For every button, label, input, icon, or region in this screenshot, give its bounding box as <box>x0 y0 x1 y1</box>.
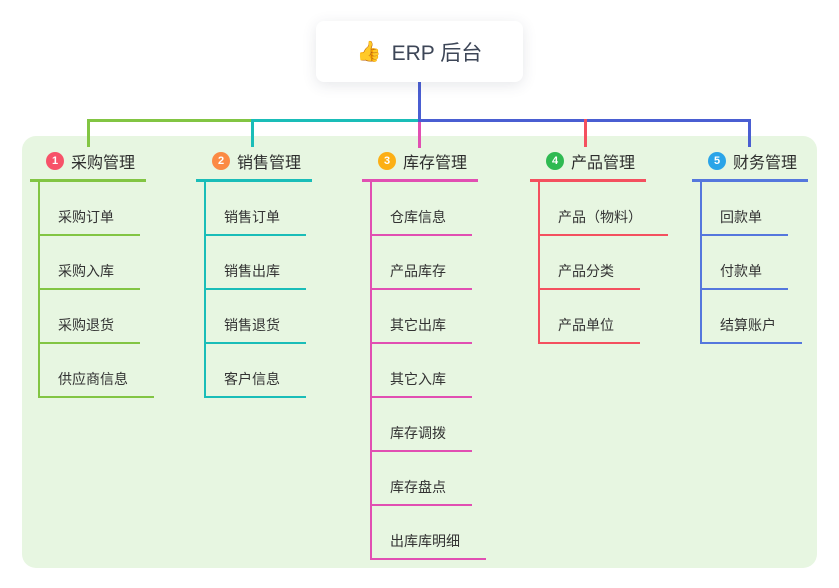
branch-child-item[interactable]: 采购退货 <box>40 290 140 344</box>
branch-children-inventory: 仓库信息产品库存其它出库其它入库库存调拨库存盘点出库库明细 <box>370 182 486 560</box>
branch-children-sales: 销售订单销售出库销售退货客户信息 <box>204 182 312 398</box>
branch-number-badge: 5 <box>708 152 726 170</box>
branch-child-item[interactable]: 供应商信息 <box>40 344 154 398</box>
branch-header-finance[interactable]: 5 财务管理 <box>692 146 808 182</box>
branch-title: 财务管理 <box>733 155 798 172</box>
branch-title: 库存管理 <box>403 155 468 172</box>
branch-number-badge: 3 <box>378 152 396 170</box>
branch-child-item[interactable]: 库存调拨 <box>372 398 472 452</box>
branch-stub-purchase <box>87 119 90 147</box>
branch-number-badge: 1 <box>46 152 64 170</box>
branch-number-badge: 2 <box>212 152 230 170</box>
branch-child-item[interactable]: 销售订单 <box>206 182 306 236</box>
branch-stub-product <box>584 119 587 147</box>
branch-child-item[interactable]: 出库库明细 <box>372 506 486 560</box>
branch-child-item[interactable]: 产品（物料） <box>540 182 668 236</box>
branch-title: 产品管理 <box>571 155 636 172</box>
branch-child-item[interactable]: 付款单 <box>702 236 788 290</box>
branch-stub-sales <box>251 119 254 147</box>
branch-child-item[interactable]: 采购订单 <box>40 182 140 236</box>
root-connector-line <box>418 82 421 120</box>
branch-child-item[interactable]: 产品单位 <box>540 290 640 344</box>
branch-purchase: 1 采购管理 采购订单采购入库采购退货供应商信息 <box>30 146 154 398</box>
branch-title: 销售管理 <box>237 155 302 172</box>
branch-child-item[interactable]: 其它出库 <box>372 290 472 344</box>
branch-child-item[interactable]: 结算账户 <box>702 290 802 344</box>
branch-header-product[interactable]: 4 产品管理 <box>530 146 646 182</box>
branch-child-item[interactable]: 销售退货 <box>206 290 306 344</box>
mindmap-panel <box>22 136 817 568</box>
branch-child-item[interactable]: 客户信息 <box>206 344 306 398</box>
branch-product: 4 产品管理 产品（物料）产品分类产品单位 <box>530 146 668 344</box>
branch-child-item[interactable]: 库存盘点 <box>372 452 472 506</box>
branch-finance: 5 财务管理 回款单付款单结算账户 <box>692 146 808 344</box>
branch-child-item[interactable]: 产品库存 <box>372 236 472 290</box>
branch-stub-inventory <box>418 122 421 148</box>
root-node[interactable]: 👍 ERP 后台 <box>316 21 523 82</box>
branch-children-purchase: 采购订单采购入库采购退货供应商信息 <box>38 182 154 398</box>
branch-child-item[interactable]: 采购入库 <box>40 236 140 290</box>
connector-segment-green <box>87 119 253 122</box>
branch-child-item[interactable]: 其它入库 <box>372 344 472 398</box>
thumbs-up-icon: 👍 <box>356 41 382 63</box>
branch-child-item[interactable]: 产品分类 <box>540 236 640 290</box>
branch-number-badge: 4 <box>546 152 564 170</box>
branch-header-purchase[interactable]: 1 采购管理 <box>30 146 146 182</box>
connector-segment-teal <box>251 119 420 122</box>
branch-title: 采购管理 <box>71 155 136 172</box>
branch-child-item[interactable]: 回款单 <box>702 182 788 236</box>
branch-child-item[interactable]: 销售出库 <box>206 236 306 290</box>
branch-inventory: 3 库存管理 仓库信息产品库存其它出库其它入库库存调拨库存盘点出库库明细 <box>362 146 486 560</box>
branch-children-product: 产品（物料）产品分类产品单位 <box>538 182 668 344</box>
branch-header-inventory[interactable]: 3 库存管理 <box>362 146 478 182</box>
branch-header-sales[interactable]: 2 销售管理 <box>196 146 312 182</box>
branch-sales: 2 销售管理 销售订单销售出库销售退货客户信息 <box>196 146 312 398</box>
branch-stub-finance <box>748 119 751 147</box>
root-node-label: ERP 后台 <box>391 41 483 65</box>
branch-child-item[interactable]: 仓库信息 <box>372 182 472 236</box>
branch-children-finance: 回款单付款单结算账户 <box>700 182 808 344</box>
